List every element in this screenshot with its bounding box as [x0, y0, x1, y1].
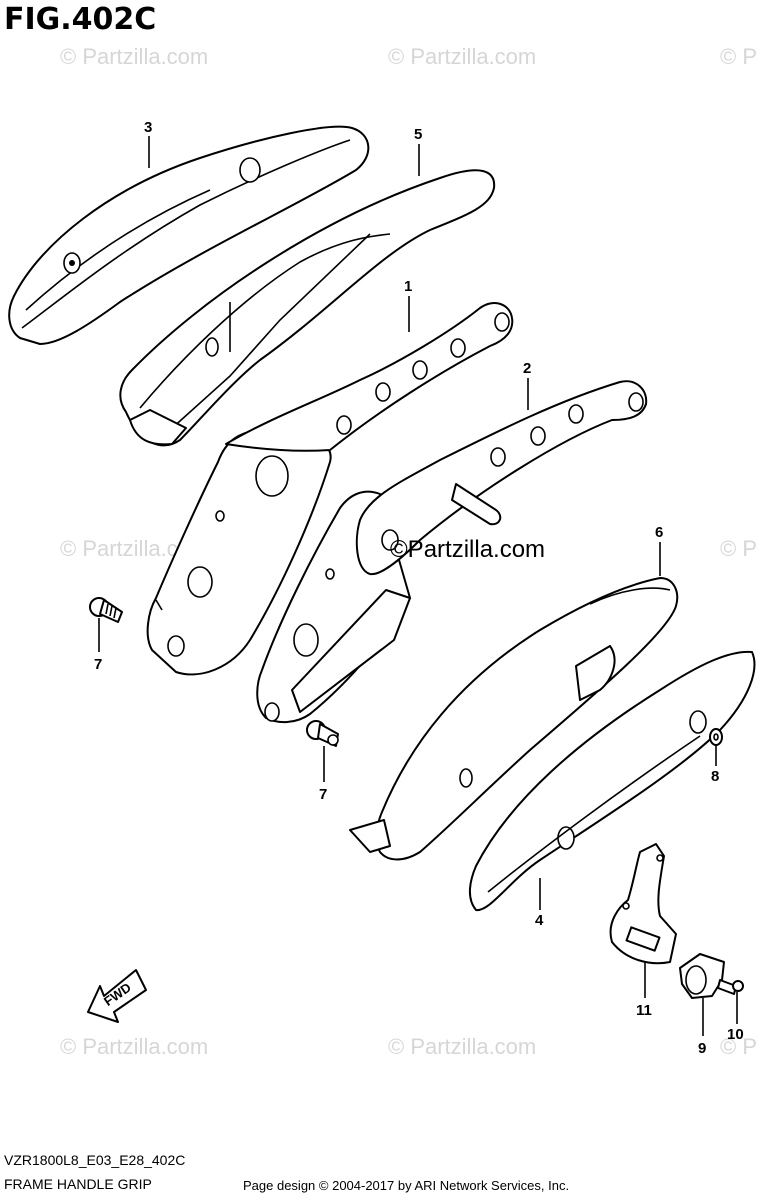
watermark: © P	[720, 536, 757, 561]
watermark: © Partzilla.com	[388, 44, 537, 69]
watermark: © Partzilla.com	[60, 1034, 209, 1059]
part-7-bolt-lower[interactable]	[306, 720, 339, 747]
callout-7a: 7	[94, 656, 103, 673]
figure-name: FRAME HANDLE GRIP	[4, 1176, 152, 1192]
fwd-arrow-icon: FWD	[87, 969, 147, 1023]
part-5-grip-frame[interactable]	[119, 169, 496, 447]
figure-title: FIG.402C	[4, 2, 157, 37]
part-10-screw[interactable]	[717, 979, 744, 995]
callout-5: 5	[414, 126, 423, 143]
callout-3: 3	[144, 119, 153, 136]
callout-2: 2	[523, 360, 532, 377]
watermark-center: ©Partzilla.com	[390, 536, 546, 563]
callout-6: 6	[655, 524, 664, 541]
part-1-bracket[interactable]	[146, 302, 514, 676]
model-code: VZR1800L8_E03_E28_402C	[4, 1152, 186, 1168]
part-11-stay[interactable]	[609, 843, 677, 965]
watermark: © P	[720, 44, 757, 69]
watermark: © Partzilla.com	[388, 1034, 537, 1059]
callout-4: 4	[535, 912, 544, 929]
watermark: © P	[720, 1034, 757, 1059]
part-4-lower-cover[interactable]	[469, 650, 756, 912]
watermark: © Partzilla.com	[60, 44, 209, 69]
callout-11: 11	[636, 1002, 652, 1019]
leader-lines	[98, 136, 738, 1036]
callout-8: 8	[711, 768, 720, 785]
part-8-washer[interactable]	[709, 728, 723, 746]
credit-text: Page design © 2004-2017 by ARI Network S…	[243, 1178, 570, 1193]
part-7-bolt-upper[interactable]	[89, 597, 123, 623]
part-2-bracket[interactable]	[256, 380, 648, 724]
callout-1: 1	[404, 278, 413, 295]
part-3-grip-cover[interactable]	[8, 125, 370, 345]
callout-7b: 7	[319, 786, 328, 803]
callout-9: 9	[698, 1040, 707, 1057]
callout-10: 10	[727, 1026, 744, 1043]
part-6-side-cover[interactable]	[349, 577, 679, 861]
part-9-clamp[interactable]	[679, 953, 725, 999]
